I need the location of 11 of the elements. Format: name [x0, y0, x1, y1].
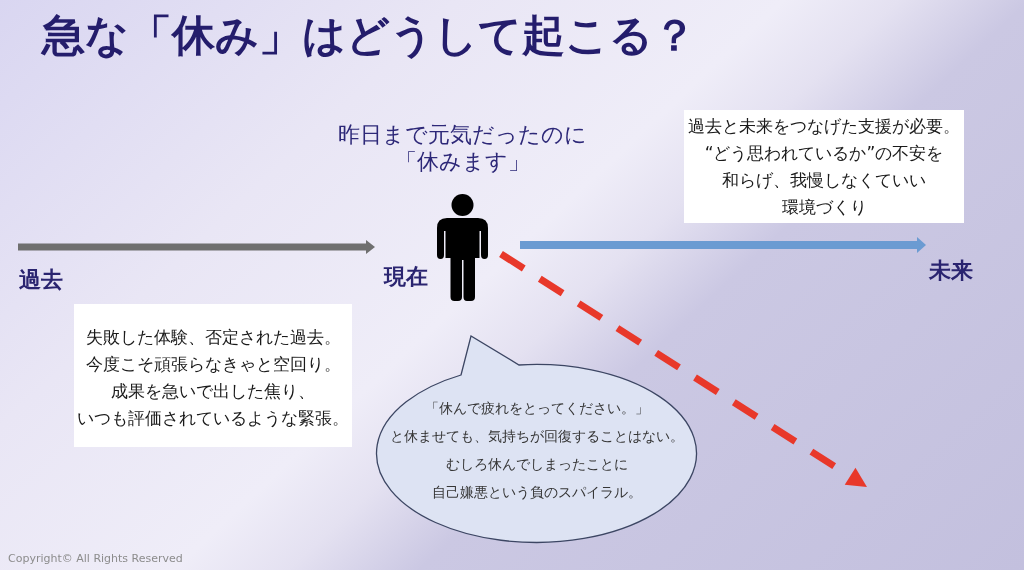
timeline-label: 現在 [383, 264, 429, 290]
dashed-arrow [499, 251, 867, 488]
person-icon [436, 194, 489, 301]
caption: 昨日まで元気だったのに「休みます」 [336, 121, 588, 175]
copyright-notice: Copyright© All Rights Reserved [8, 552, 184, 566]
title: 急な「休み」はどうして起こる？ [42, 9, 696, 61]
speech-bubble: 「休んで疲れをとってください。」と休ませても、気持ちが回復することはない。むしろ休んでしまったことに自己嫌悪という負のスパイラル。 [375, 334, 698, 543]
note-box: 過去と未来をつなげた支援が必要。“どう思われているか”の不安を和らげ、我慢しなくていい環境づくり [684, 110, 964, 223]
timeline-label: 過去 [18, 267, 64, 293]
note-box: 失敗した体験、否定された過去。今度こそ頑張らなきゃと空回り。成果を急いで出した焦り、いつも評価されているような緊張。 [74, 304, 352, 447]
timeline-label: 未来 [928, 258, 974, 284]
